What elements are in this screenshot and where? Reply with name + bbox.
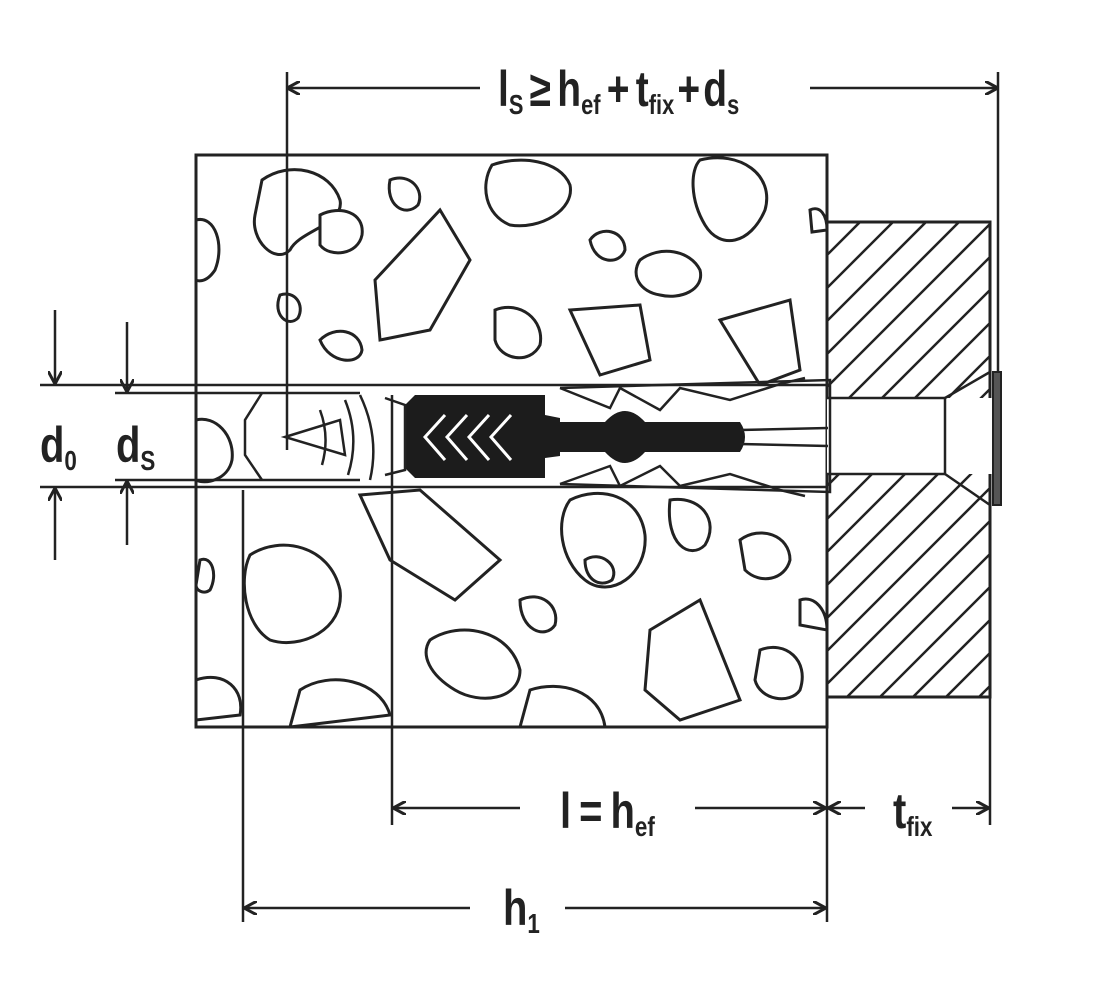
hatch-line [827,222,928,322]
label-screw-length: lS≥hef+tfix+ds [498,60,739,120]
dimension-lines [40,72,1000,922]
hatch-line [827,719,990,882]
hatch-line [827,222,862,256]
hatch-line [827,256,990,421]
hatch-line [911,619,990,697]
hatch-line [827,222,895,289]
hatch-line [827,222,829,223]
hatch-line [944,652,990,697]
anchor-expansion-body [405,395,560,478]
hatch-line [827,520,990,685]
aggregate-stones [196,156,827,727]
label-hole-depth: h1 [503,880,540,940]
hatch-line [845,553,990,697]
label-anchor-length: l=hef [560,783,655,843]
anchor-chevrons [422,413,513,461]
label-screw-diameter: dS [116,417,155,477]
label-fixture-thickness: tfix [893,783,932,843]
label-drill-diameter: d0 [40,417,77,477]
plug-anchor [280,376,832,498]
hatch-line [827,223,990,388]
hatch-line [827,222,961,355]
hatch-line [827,454,990,619]
hatch-line [827,487,990,652]
fixture-part [825,220,997,882]
anchor-shaft [545,411,745,463]
screw-head [992,371,1002,506]
hatch-line [878,586,990,697]
